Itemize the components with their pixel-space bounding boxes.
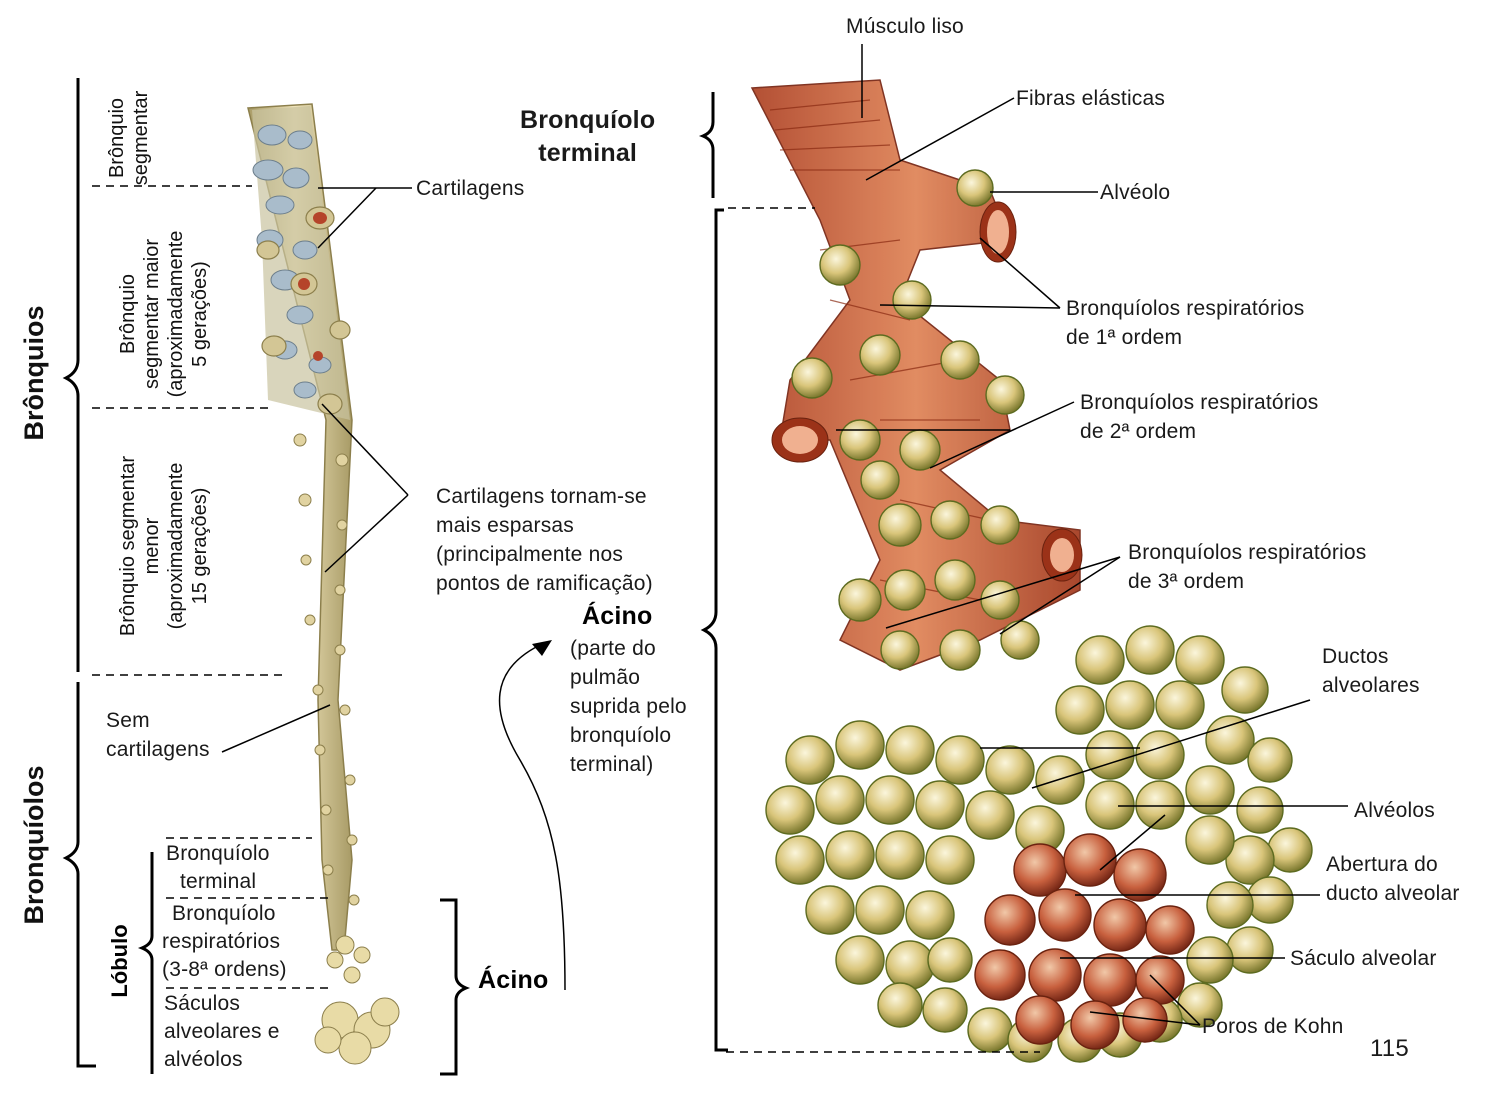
page-number: 115	[1370, 1035, 1409, 1062]
label-lobulo: Lóbulo	[107, 924, 132, 998]
label-bronquiolos-resp-1: Bronquíolos respiratórios de 1ª ordem	[1066, 297, 1305, 349]
label-bronquiolos-resp-3: Bronquíolos respiratórios de 3ª ordem	[1128, 541, 1367, 593]
label-bronquio-segmentar-menor: Brônquio segmentar menor (aproximadament…	[117, 455, 211, 637]
label-poros-de-kohn: Poros de Kohn	[1202, 1015, 1344, 1038]
label-bronquiolos-resp-2: Bronquíolos respiratórios de 2ª ordem	[1080, 391, 1319, 443]
label-ductos-alveolares: Ductos alveolares	[1322, 645, 1420, 697]
label-bronquiolo-terminal-left: Bronquíolo terminal	[166, 842, 270, 893]
bronchus-tube	[247, 103, 400, 1065]
label-bronquios: Brônquios	[19, 305, 49, 441]
label-fibras-elasticas: Fibras elásticas	[1016, 87, 1166, 110]
label-acino-descricao: (parte do pulmão suprida pelo bronquíolo…	[570, 637, 687, 776]
label-alveolo: Alvéolo	[1100, 181, 1171, 204]
label-cartilagens: Cartilagens	[416, 177, 525, 200]
label-acino-left: Ácino	[478, 966, 549, 994]
label-musculo-liso: Músculo liso	[846, 15, 964, 38]
label-alveolos: Alvéolos	[1354, 799, 1435, 822]
dashed-dividers	[92, 185, 1040, 1053]
acinus-illustration	[750, 79, 1313, 1063]
label-bronquio-segmentar-maior: Brônquio segmentar maior (aproximadament…	[117, 230, 211, 398]
label-cartilagens-esparsas: Cartilagens tornam-se mais esparsas (pri…	[436, 485, 653, 595]
title-bronquiolo-terminal: Bronquíolo terminal	[520, 106, 656, 167]
arrow-head	[532, 640, 552, 656]
label-saculo-alveolar: Sáculo alveolar	[1290, 947, 1437, 970]
label-saculos-alveolares: Sáculos alveolares e alvéolos	[164, 992, 280, 1071]
brackets	[62, 78, 728, 1076]
label-bronquio-segmentar: Brônquio segmentar	[106, 90, 152, 186]
leader-lines	[221, 44, 1348, 1026]
label-abertura-ducto: Abertura do ducto alveolar	[1326, 853, 1460, 905]
label-bronquiolos: Bronquíolos	[19, 765, 49, 925]
title-acino: Ácino	[582, 602, 653, 630]
label-bronquiolo-respiratorio-left: Bronquíolo respiratórios (3-8ª ordens)	[162, 902, 287, 981]
label-sem-cartilagens: Sem cartilagens	[106, 709, 210, 761]
